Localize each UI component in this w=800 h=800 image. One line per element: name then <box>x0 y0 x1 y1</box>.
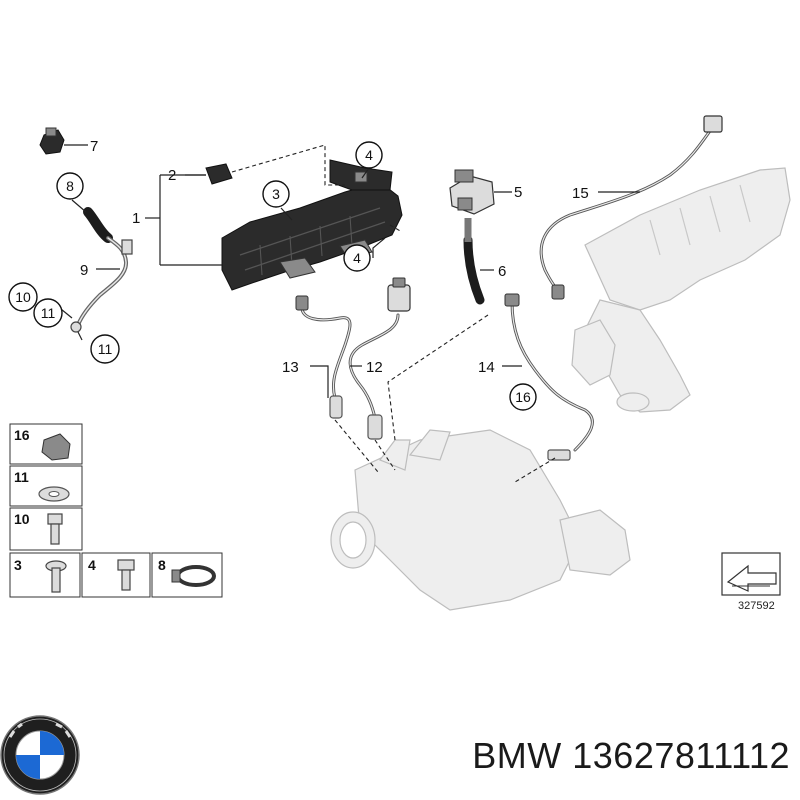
svg-text:12: 12 <box>366 359 383 376</box>
wire-sensor-12 <box>348 277 411 440</box>
callout-2: 2 <box>168 167 176 184</box>
svg-text:4: 4 <box>353 250 361 266</box>
footer-title: BMW 13627811112 <box>472 735 790 777</box>
svg-text:13: 13 <box>282 359 299 376</box>
direction-indicator: 327592 <box>721 552 781 612</box>
sensor-7 <box>39 127 65 155</box>
svg-text:3: 3 <box>272 186 280 202</box>
svg-text:16: 16 <box>515 389 531 405</box>
hose-6 <box>463 218 485 305</box>
bolt-4-top <box>354 171 368 183</box>
svg-text:11: 11 <box>98 341 113 357</box>
callout-5: 5 <box>514 184 522 201</box>
svg-text:14: 14 <box>478 359 495 376</box>
small-parts-legend: 16 11 10 3 4 8 <box>9 423 223 598</box>
legend-3: 3 <box>14 557 22 573</box>
svg-text:9: 9 <box>80 262 88 279</box>
svg-text:4: 4 <box>365 147 373 163</box>
svg-text:5: 5 <box>514 184 522 201</box>
svg-text:6: 6 <box>498 263 506 280</box>
callout-10: 10 <box>8 282 38 312</box>
callout-6: 6 <box>498 263 506 280</box>
callout-15: 15 <box>572 185 589 202</box>
wire-sensor-15 <box>539 115 723 300</box>
pipe-9 <box>70 236 133 333</box>
svg-text:15: 15 <box>572 185 589 202</box>
clamp-8-hose <box>83 207 113 243</box>
callout-4-bottom: 4 <box>343 244 371 272</box>
wire-sensor-13 <box>295 295 352 419</box>
callout-12: 12 <box>366 359 383 376</box>
svg-text:7: 7 <box>90 138 98 155</box>
legend-16: 16 <box>14 427 30 443</box>
callout-1: 1 <box>132 210 140 227</box>
legend-8: 8 <box>158 557 166 573</box>
legend-4: 4 <box>88 557 96 573</box>
svg-text:2: 2 <box>168 167 176 184</box>
part-number: 13627811112 <box>572 735 790 776</box>
svg-text:8: 8 <box>66 178 74 194</box>
brand-name: BMW <box>472 735 562 776</box>
callout-14: 14 <box>478 359 495 376</box>
callout-16: 16 <box>509 383 537 411</box>
pressure-sensor-5 <box>449 169 495 215</box>
leader-lines <box>55 144 640 483</box>
callout-9: 9 <box>80 262 88 279</box>
svg-text:1: 1 <box>132 210 140 227</box>
callout-4-top: 4 <box>355 141 383 169</box>
callout-13: 13 <box>282 359 299 376</box>
legend-10: 10 <box>14 511 30 527</box>
callout-11-left: 11 <box>33 298 63 328</box>
reference-number: 327592 <box>738 600 775 612</box>
bmw-logo <box>0 715 80 795</box>
callout-3: 3 <box>262 180 290 208</box>
clip-2 <box>205 163 233 185</box>
callout-11-right: 11 <box>90 334 120 364</box>
wire-sensor-14 <box>504 293 594 461</box>
svg-text:10: 10 <box>15 289 31 305</box>
bracket-3 <box>221 159 403 291</box>
svg-text:11: 11 <box>41 305 56 321</box>
particulate-filter <box>330 429 631 611</box>
legend-11: 11 <box>14 469 29 485</box>
intake-manifold <box>571 167 791 413</box>
callout-8: 8 <box>56 172 84 200</box>
callout-7: 7 <box>90 138 98 155</box>
